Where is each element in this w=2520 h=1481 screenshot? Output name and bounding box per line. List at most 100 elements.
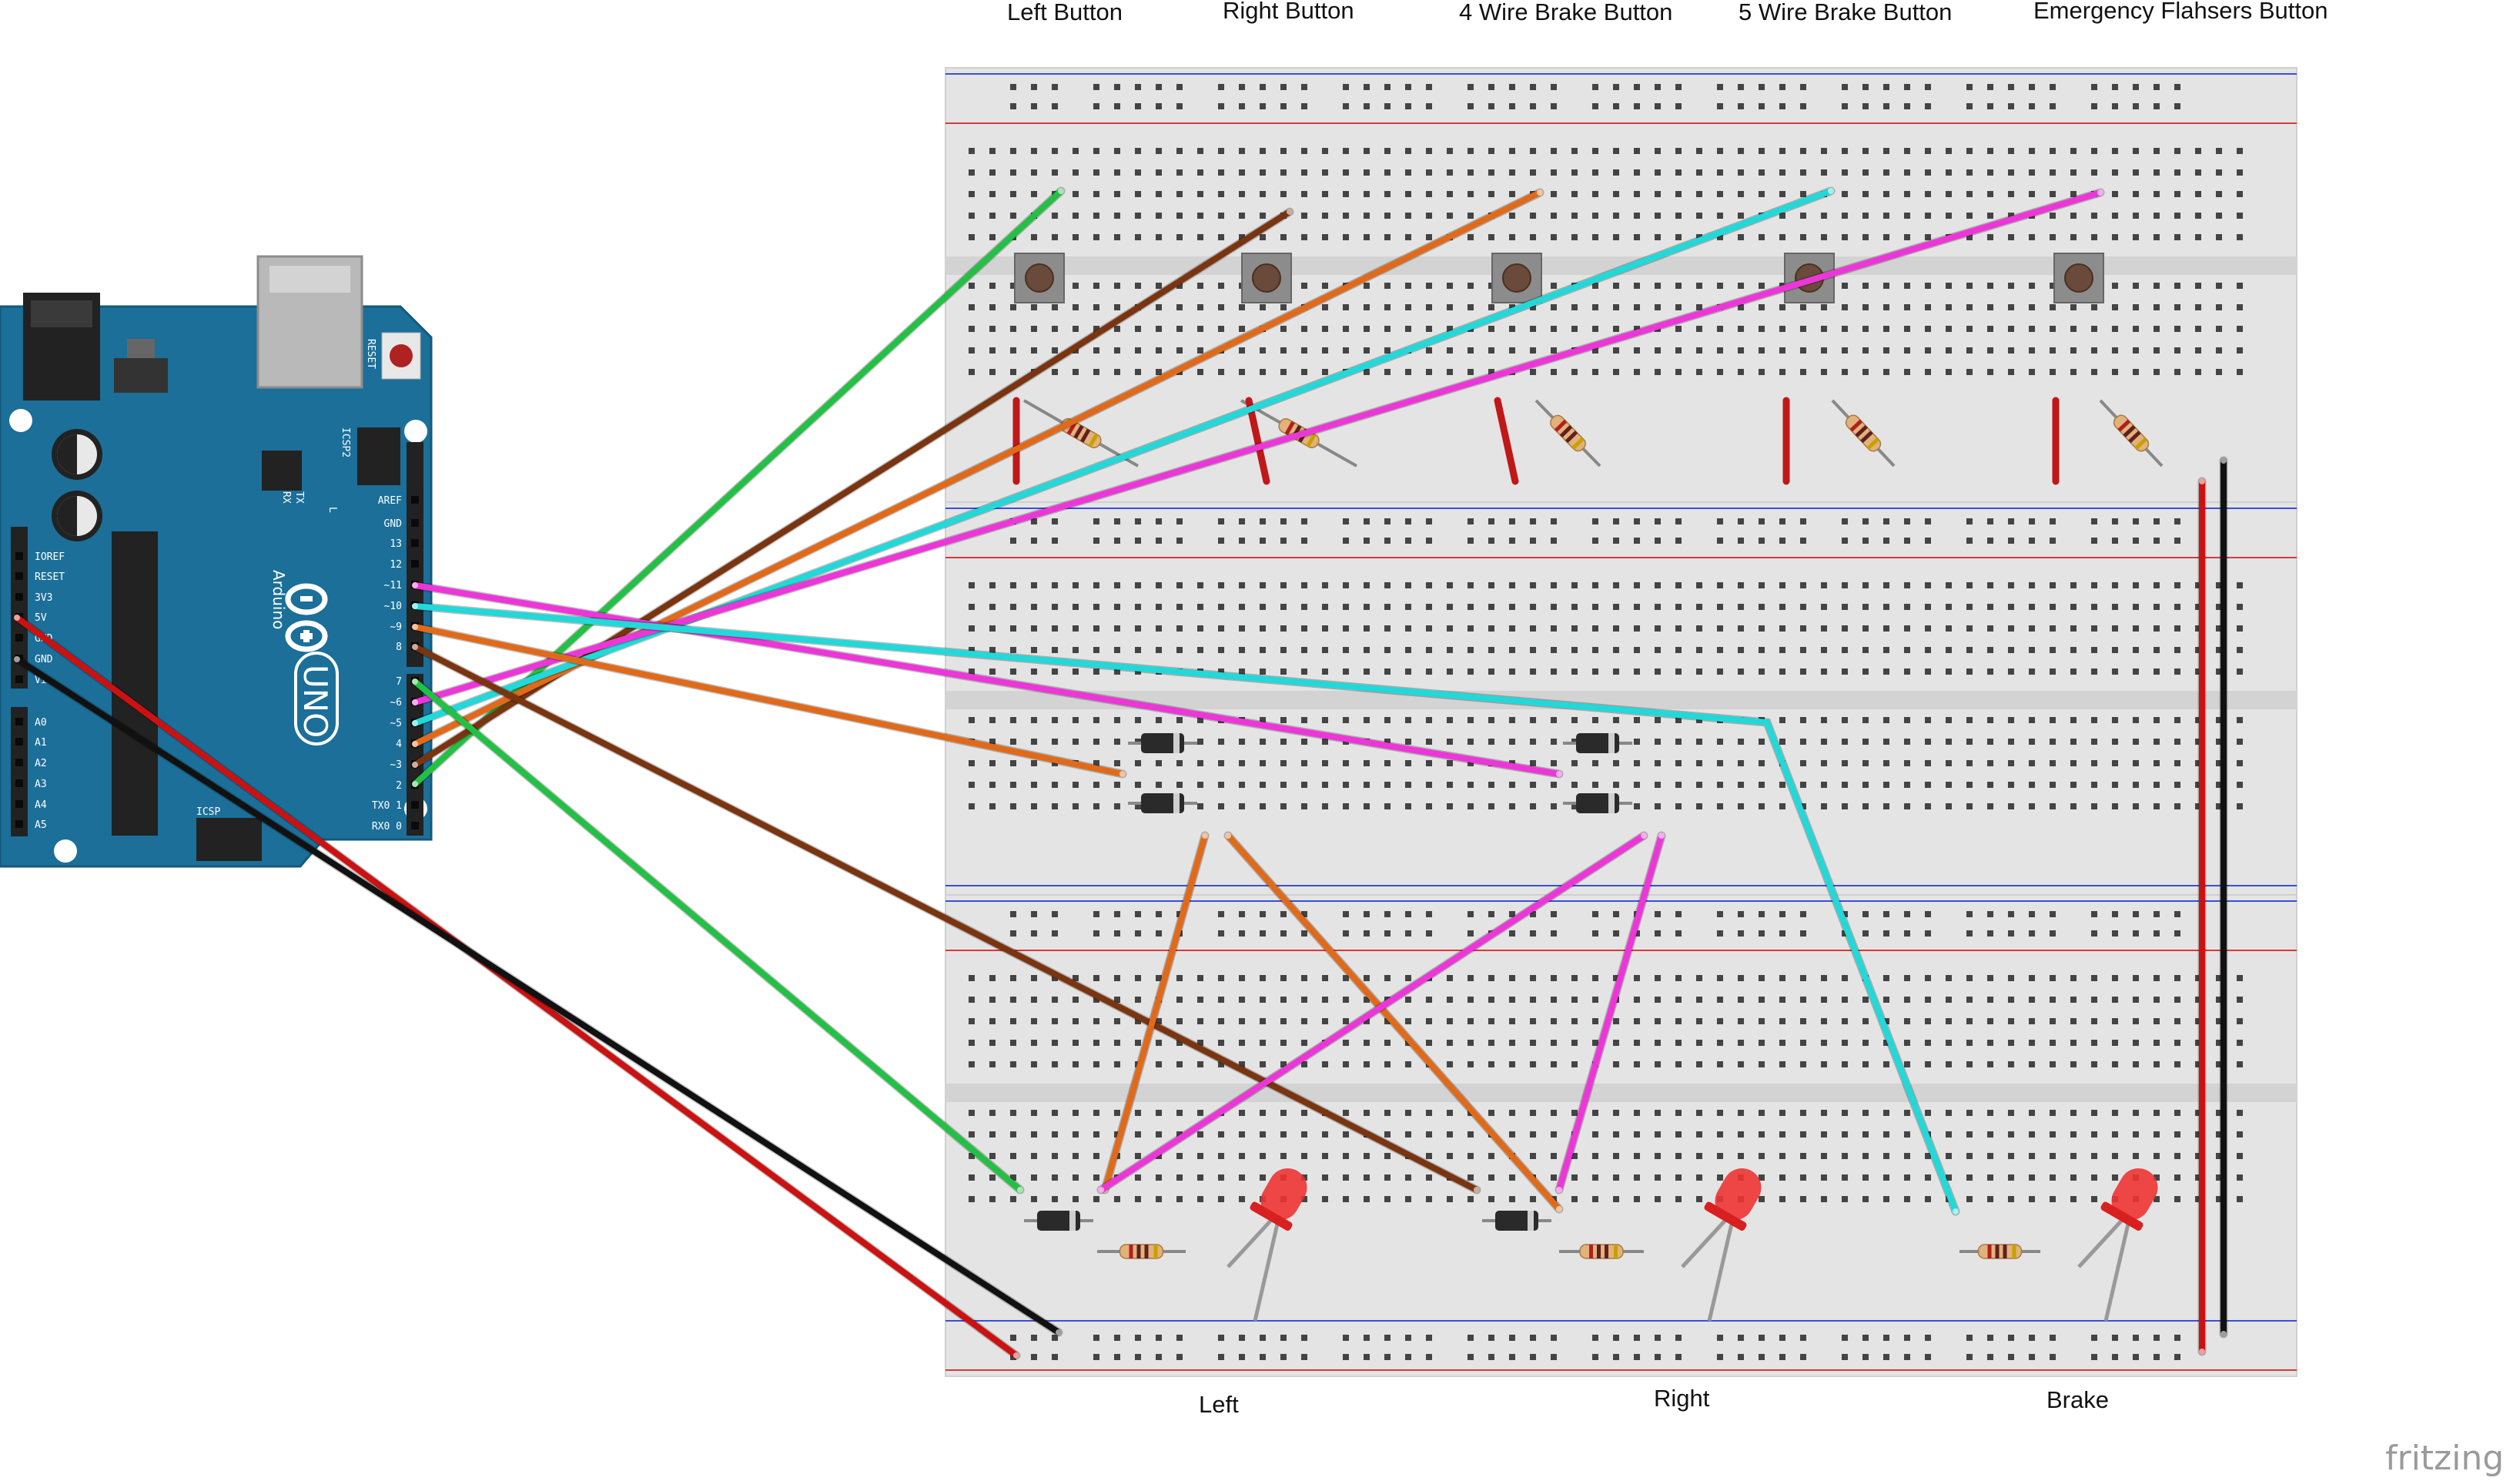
reset-label: RESET [365,339,376,369]
label-right-button: Right Button [1223,0,1354,24]
wire-red-5v [14,615,1019,1359]
resistor [1097,1244,1186,1259]
analog-pin-label: A5 [35,819,47,831]
header-pin [15,634,23,642]
wires [12,186,2228,1360]
resistor [1534,399,1601,467]
atmega-chip [112,531,158,836]
header-pin [411,539,419,547]
header-pin [411,822,419,829]
analog-pin-label: A2 [35,758,47,769]
wire-magenta-right-diode [1556,833,1665,1193]
diode [1482,1211,1551,1231]
center-channel [945,1084,2297,1102]
digital-pin-label: 4 [396,739,402,750]
analog-pin-label: A3 [35,779,47,790]
header-pin [15,718,23,725]
digital-pin-label: 13 [390,538,402,550]
board-name: UNO [296,665,334,738]
digital-pin-label: ~6 [390,697,402,709]
led [1681,1168,1762,1322]
label-4-wire-brake-button: 4 Wire Brake Button [1459,0,1672,25]
analog-header [11,707,28,836]
fritzing-watermark: fritzing [2385,1439,2504,1478]
header-pin [15,572,23,580]
header-pin [15,800,23,808]
board-maker: Arduino [269,570,288,629]
analog-pin-label: A1 [35,737,47,749]
breadboard-1 [945,67,2297,561]
power-pin-label: 3V3 [35,592,52,604]
resistor [1559,1244,1644,1259]
label-emergency-flashers-button: Emergency Flahsers Button [2033,0,2328,24]
digital-pin-label: 2 [396,780,402,792]
wire-magenta-flashers-button [412,189,2103,705]
label-left-button: Left Button [1007,0,1123,25]
label-left-led: Left [1199,1391,1239,1418]
breadboard-body [945,67,2297,561]
icsp2-label: ICSP2 [340,427,351,457]
tx-led-label: TX [293,491,305,504]
wire-cyan-5wire-button [412,188,1834,726]
analog-pin-label: A0 [35,717,47,729]
digital-pin-label: 8 [396,642,402,653]
digital-pin-label: TX0 1 [372,800,402,812]
wire-magenta-left-diode [1098,833,1647,1193]
breadboard-2 [945,501,2297,942]
header-pin [411,560,419,568]
header-pin [15,759,23,766]
label-5-wire-brake-button: 5 Wire Brake Button [1739,0,1952,25]
header-pin [411,496,419,504]
wire-orange-pin9 [412,624,1126,777]
arduino-logo [285,583,328,652]
resistor [1831,399,1896,467]
wire-brown-pin8 [412,644,1480,1193]
push-button [1241,253,1292,303]
red-jumper [1494,397,1519,485]
power-pin-label: 5V [35,612,47,624]
header-pin [15,552,23,560]
led [1227,1168,1307,1322]
wire-magenta-pin11 [412,582,1562,777]
rx-led-label: RX [280,491,292,504]
analog-pin-label: A4 [35,799,47,811]
digital-pin-label: 12 [390,559,402,571]
diode [1128,793,1197,813]
resistor [1023,399,1139,467]
header-pin [15,593,23,601]
digital-header-bottom [407,674,423,836]
digital-pin-label: ~9 [390,622,402,633]
l-led-label: L [326,507,338,513]
icsp-label: ICSP [196,806,220,818]
power-pin-label: RESET [35,571,65,583]
red-jumper [1245,397,1270,485]
wire-black-gnd [14,656,1062,1335]
led [2077,1168,2158,1322]
header-pin [15,779,23,787]
wire-green-pin7 [412,679,1023,1193]
resistor [1959,1244,2040,1259]
header-pin [15,820,23,828]
wire-orange-right-diode [1225,833,1562,1212]
digital-pin-label: RX0 0 [372,821,402,833]
digital-pin-label: ~10 [384,601,402,612]
label-right-led: Right [1654,1385,1710,1412]
header-pin [411,801,419,809]
digital-pin-label: ~3 [390,759,402,771]
diode [1024,1211,1093,1231]
wire-orange-left-diode [1102,833,1208,1193]
power-header [11,527,28,689]
center-channel [945,691,2297,709]
power-pin-label: IOREF [35,551,65,563]
digital-pin-label: GND [384,518,403,530]
diode [1128,733,1197,753]
push-button [1491,253,1542,303]
header-pin [411,519,419,527]
power-pin-label: GND [35,654,53,665]
digital-pin-label: 7 [396,676,402,688]
digital-pin-label: ~11 [384,580,402,591]
digital-header-top [407,442,423,667]
digital-pin-label: AREF [378,495,402,507]
